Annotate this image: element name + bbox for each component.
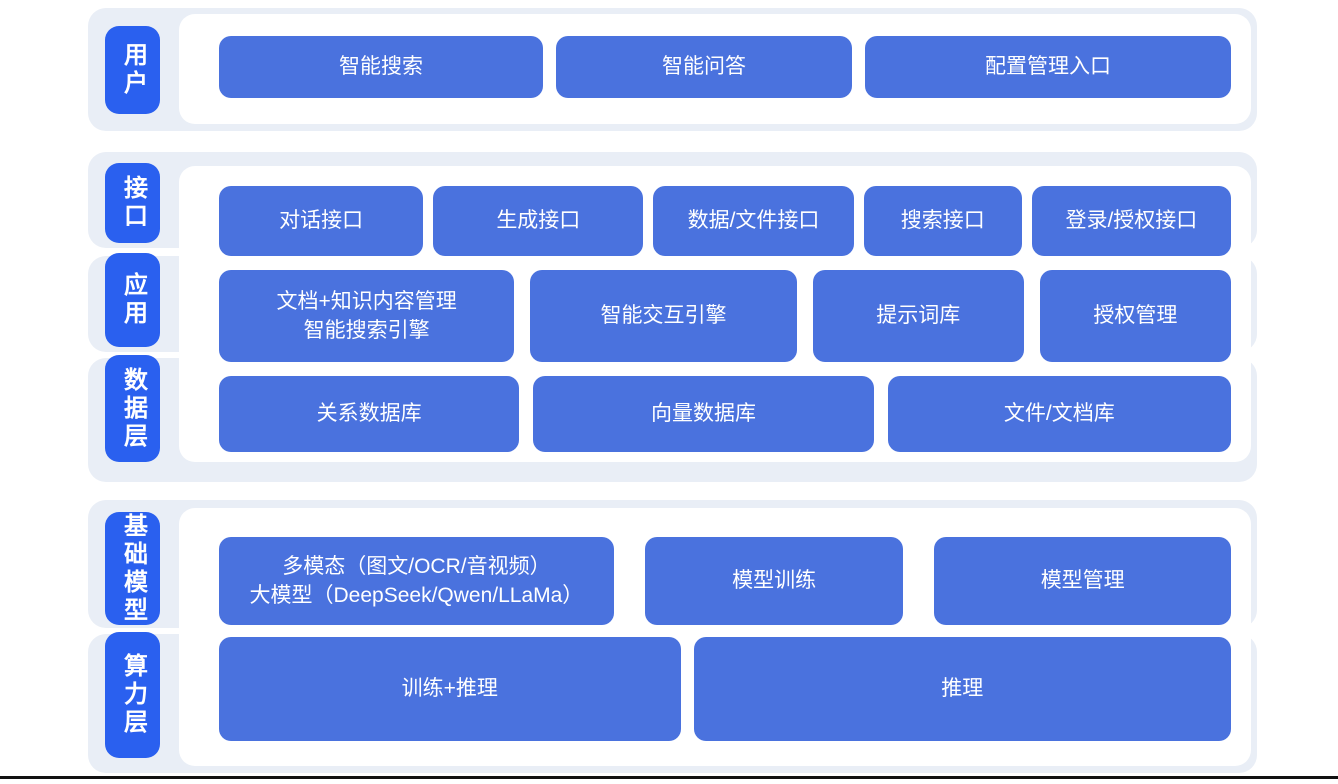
bottom-rule [0,776,1338,779]
row-data: 关系数据库 向量数据库 文件/文档库 [219,376,1231,452]
box-smart-qa: 智能问答 [556,36,852,98]
box-model-management: 模型管理 [934,537,1231,625]
row-base-model: 多模态（图文/OCR/音视频） 大模型（DeepSeek/Qwen/LLaMa）… [219,537,1231,625]
box-line: 文档+知识内容管理 [276,289,457,313]
layer-label-base-model: 基础模型 [105,512,160,625]
box-data-file-api: 数据/文件接口 [653,186,854,256]
row-application: 文档+知识内容管理 智能搜索引擎 智能交互引擎 提示词库 授权管理 [219,270,1232,362]
box-generate-api: 生成接口 [433,186,644,256]
row-user: 智能搜索 智能问答 配置管理入口 [219,36,1231,98]
layer-label-compute: 算力层 [105,632,160,758]
box-search-api: 搜索接口 [863,186,1022,256]
box-line: 大模型（DeepSeek/Qwen/LLaMa） [249,584,584,607]
box-dialog-api: 对话接口 [219,186,424,256]
row-interface: 对话接口 生成接口 数据/文件接口 搜索接口 登录/授权接口 [219,186,1231,256]
box-model-training: 模型训练 [644,537,904,625]
layer-label-data: 数据层 [105,355,160,462]
layer-label-user: 用户 [105,26,160,114]
box-config-entry: 配置管理入口 [865,36,1231,98]
box-line: 多模态（图文/OCR/音视频） [282,554,551,578]
box-interaction-engine: 智能交互引擎 [530,270,797,362]
layer-label-application: 应用 [105,253,160,347]
box-multimodal-llm: 多模态（图文/OCR/音视频） 大模型（DeepSeek/Qwen/LLaMa） [219,537,614,625]
box-file-doc-db: 文件/文档库 [887,376,1231,452]
layer-label-interface: 接口 [105,163,160,243]
box-doc-knowledge-search-engine: 文档+知识内容管理 智能搜索引擎 [219,270,515,362]
box-relational-db: 关系数据库 [219,376,520,452]
row-compute: 训练+推理 推理 [219,637,1231,741]
box-training-inference: 训练+推理 [219,637,681,741]
box-inference: 推理 [693,637,1231,741]
box-line: 智能搜索引擎 [303,319,430,342]
box-vector-db: 向量数据库 [533,376,874,452]
box-prompt-library: 提示词库 [812,270,1024,362]
box-login-auth-api: 登录/授权接口 [1031,186,1231,256]
box-auth-management: 授权管理 [1039,270,1232,362]
box-smart-search: 智能搜索 [219,36,543,98]
